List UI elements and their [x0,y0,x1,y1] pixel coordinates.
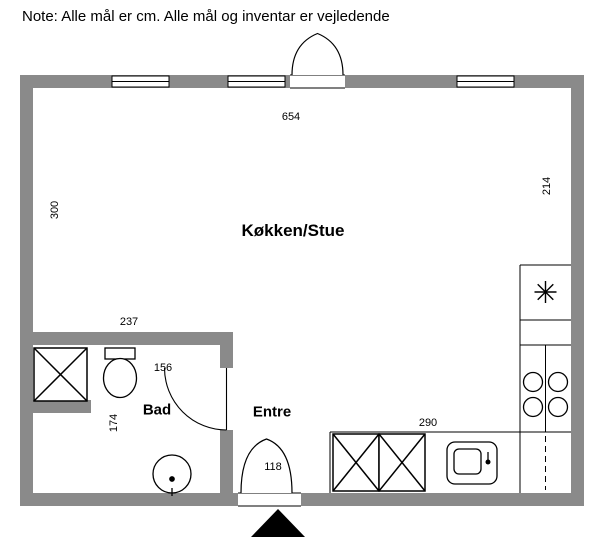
dimension-entry-door-width: 118 [264,461,282,473]
window-icon [227,75,286,88]
entrance-arrow-icon [251,509,305,537]
entrance-door-arc-icon [238,438,301,507]
room-label-entre: Entre [252,403,292,421]
interior-walls [20,332,233,493]
dimension-height-left: 300 [49,200,61,220]
bath-door-arc-icon [163,367,228,431]
washbasin-icon [152,454,192,496]
dimension-counter-width: 290 [418,417,438,429]
wall-bath-right-lower [220,430,233,493]
kitchen-counter-lines [329,264,571,493]
dimension-bath-inner-height: 174 [108,413,120,433]
top-door-arc-icon [290,32,345,89]
cooktop-asterisk-icon [534,281,557,303]
wall-right [571,75,584,506]
room-label-bad: Bad [142,401,172,419]
dimension-width-total: 654 [281,111,301,123]
outer-walls [20,75,584,506]
room-label-kokken-stue: Køkken/Stue [241,221,345,240]
sink-icon [446,441,498,485]
dimension-bath-width: 237 [119,316,139,328]
stove-burners-icon [522,371,569,418]
dimension-height-right: 214 [541,176,553,196]
wall-left [20,75,33,506]
toilet-icon [102,347,138,399]
window-icon [456,75,515,88]
wall-bottom-left [20,493,238,506]
windows [111,75,515,88]
shower-unit-icon [33,347,88,402]
note-text: Note: Alle mål er cm. Alle mål og invent… [22,8,390,25]
wall-bath-stub [20,400,91,413]
wall-bath-right-upper [220,345,233,368]
wall-bottom-right [301,493,584,506]
wardrobe-icon [378,433,426,492]
wall-bath-top [20,332,233,345]
window-icon [111,75,170,88]
dimension-bath-inner-width: 156 [153,362,173,374]
wardrobe-icon [332,433,380,492]
